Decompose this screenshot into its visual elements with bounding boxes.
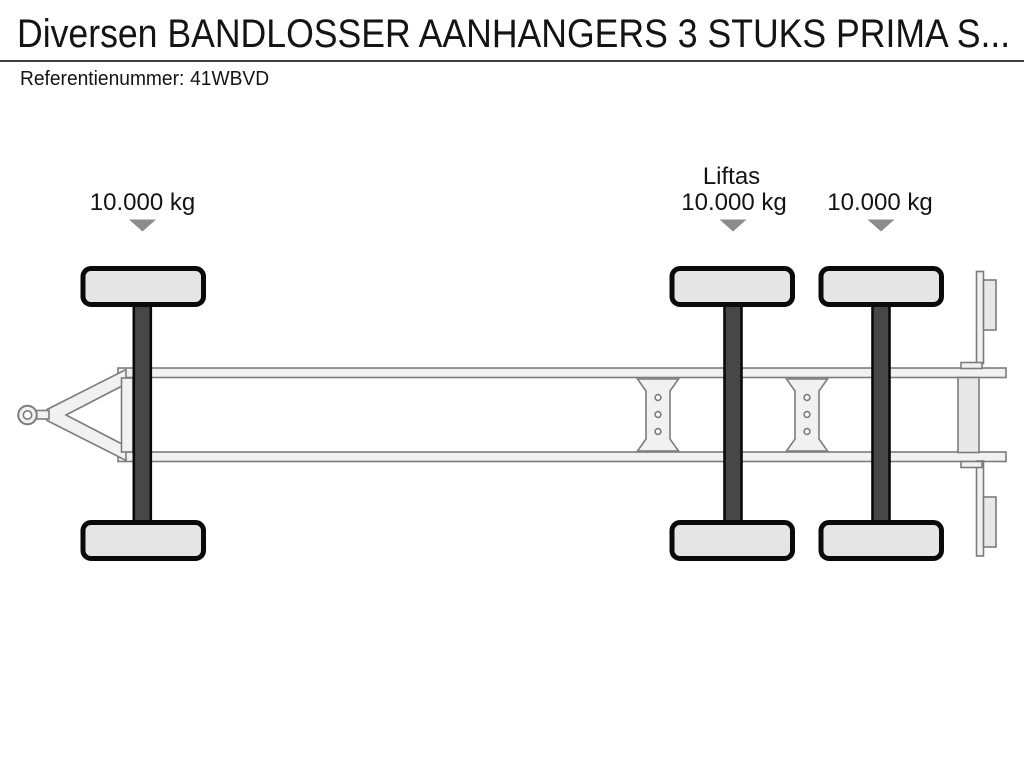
page-title-text: Diversen BANDLOSSER AANHANGERS 3 STUKS P… [17, 12, 1011, 56]
tyre-front-bottom [80, 520, 206, 561]
reference-number-inner: Referentienummer:41WBVD [20, 67, 269, 91]
axle-pointer-markers [129, 219, 895, 232]
bolt-hole [654, 393, 662, 402]
tyre-front-top [80, 266, 206, 307]
page-title: Diversen BANDLOSSER AANHANGERS 3 STUKS P… [17, 14, 1024, 54]
axle-front-pointer-icon [129, 219, 156, 232]
gusset-bolt-holes [654, 393, 811, 436]
chassis-frame [17, 270, 1007, 557]
axle-bar-front [132, 293, 153, 530]
rear-crossmember [957, 376, 980, 454]
axles [132, 293, 891, 530]
axle-lift-pointer-icon [719, 219, 747, 232]
axle-bar-lift [723, 293, 743, 530]
reference-number-value: 41WBVD [190, 68, 270, 90]
towing-eye-hole [22, 409, 33, 420]
axle-bar-rear [871, 293, 891, 530]
bolt-hole [654, 410, 662, 419]
axle-lift-name-label: Liftas [703, 163, 760, 190]
bolt-hole [803, 393, 811, 402]
axle-lift-weight-label: 10.000 kg [681, 189, 786, 216]
tyre-lift-bottom [669, 520, 795, 561]
axle-rear-pointer-icon [867, 219, 895, 232]
bolt-hole [803, 410, 811, 419]
drawbar-base-bar [120, 377, 134, 453]
rear-post-bottom [975, 460, 985, 557]
tyre-rear-bottom [818, 520, 944, 561]
rear-lash-plate-top [982, 279, 997, 331]
axle-front-weight-label: 10.000 kg [90, 189, 195, 216]
rear-post-top [975, 270, 985, 365]
bolt-hole [803, 427, 811, 436]
rear-post-foot-bottom [960, 460, 983, 469]
wheels [80, 266, 944, 561]
reference-number-line: Referentienummer:41WBVD [20, 67, 279, 91]
axle-weight-labels: 10.000 kg Liftas 10.000 kg 10.000 kg [90, 163, 933, 216]
header-divider [0, 60, 1024, 62]
reference-number-label: Referentienummer: [20, 68, 185, 90]
tyre-rear-top [818, 266, 944, 307]
rear-lash-plate-bottom [982, 496, 997, 548]
rear-post-foot-top [960, 361, 983, 370]
tyre-lift-top [669, 266, 795, 307]
axle-rear-weight-label: 10.000 kg [827, 189, 932, 216]
bolt-hole [654, 427, 662, 436]
